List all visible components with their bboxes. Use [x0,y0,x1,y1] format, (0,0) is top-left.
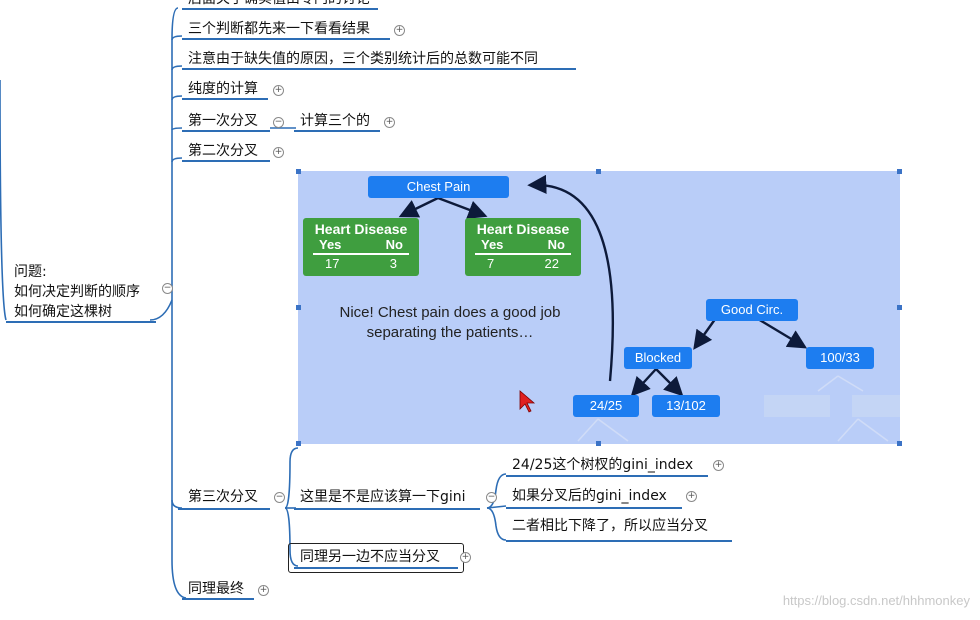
good-circ-node: Good Circ. [706,299,798,321]
expand-icon[interactable]: + [713,460,724,471]
embedded-image[interactable]: Chest Pain Heart Disease Yes No 17 3 Heart… [296,169,902,446]
resize-handle[interactable] [897,305,902,310]
topic-purity-calc[interactable]: 纯度的计算 [188,81,258,97]
resize-handle[interactable] [596,441,601,446]
topic-partial[interactable]: 后面关于确实值由专门的讨论 [184,0,374,8]
root-topic[interactable]: 问题: 如何决定判断的顺序 如何确定这棵树 [10,262,144,322]
chest-pain-node: Chest Pain [368,176,509,198]
topic-three-judgements[interactable]: 三个判断都先来一下看看结果 [188,21,370,37]
topic-underline [182,598,254,600]
topic-gini-branch[interactable]: 24/25这个树杈的gini_index [512,457,694,473]
expand-icon[interactable]: + [273,85,284,96]
topic-gini-after-split[interactable]: 如果分叉后的gini_index [512,488,667,504]
hd-right-no: No [547,237,565,252]
resize-handle[interactable] [296,305,301,310]
collapse-icon[interactable]: − [162,283,173,294]
topic-underline [506,475,708,477]
root-line-2: 如何决定判断的顺序 [14,284,140,300]
watermark: https://blog.csdn.net/hhhmonkey [782,593,970,608]
hd-right-no-value: 22 [544,256,559,271]
root-line-3: 如何确定这棵树 [14,304,112,320]
topic-underline [182,130,270,132]
hd-left-no-value: 3 [389,256,397,271]
hd-left-yes: Yes [319,237,342,252]
topic-calc-three[interactable]: 计算三个的 [300,113,370,129]
heart-disease-left: Heart Disease Yes No 17 3 [303,218,419,276]
topic-first-split[interactable]: 第一次分叉 [188,113,258,129]
hd-left-title: Heart Disease [314,221,408,237]
topic-underline [294,567,458,569]
expand-icon[interactable]: + [273,147,284,158]
cursor-icon [519,390,536,413]
resize-handle[interactable] [596,169,601,174]
resize-handle[interactable] [897,169,902,174]
resize-handle[interactable] [296,441,301,446]
topic-third-split[interactable]: 第三次分叉 [188,489,258,505]
resize-handle[interactable] [296,169,301,174]
topic-underline [182,38,390,40]
collapse-icon[interactable]: − [274,492,285,503]
hd-right-title: Heart Disease [476,221,570,237]
topic-underline [182,8,378,10]
topic-underline [182,98,268,100]
topic-second-split[interactable]: 第二次分叉 [188,143,258,159]
blocked-node: Blocked [624,347,692,369]
hd-right-yes: Yes [481,237,504,252]
expand-icon[interactable]: + [686,491,697,502]
hd-left-no: No [385,237,403,252]
topic-underline [506,540,732,542]
topic-underline [182,160,270,162]
topic-gini-question[interactable]: 这里是不是应该算一下gini [300,489,466,505]
topic-underline [294,508,480,510]
expand-icon[interactable]: + [460,552,471,563]
topic-final[interactable]: 同理最终 [188,581,244,597]
root-line-1: 问题: [14,264,47,280]
topic-underline [506,507,682,509]
topic-gini-decrease[interactable]: 二者相比下降了，所以应当分叉 [512,518,708,534]
topic-underline [294,130,380,132]
node-100-33: 100/33 [806,347,874,369]
resize-handle[interactable] [897,441,902,446]
heart-disease-right: Heart Disease Yes No 7 22 [465,218,581,276]
topic-underline [178,508,270,510]
collapse-icon[interactable]: − [486,492,497,503]
topic-underline [182,68,576,70]
expand-icon[interactable]: + [394,25,405,36]
tree-arrows [398,174,900,442]
expand-icon[interactable]: + [384,117,395,128]
hd-left-yes-value: 17 [325,256,340,271]
root-underline [6,321,156,323]
collapse-icon[interactable]: − [273,117,284,128]
node-13-102: 13/102 [652,395,720,417]
topic-other-side-no-split[interactable]: 同理另一边不应当分叉 [300,549,440,565]
hd-right-yes-value: 7 [487,256,495,271]
node-24-25: 24/25 [573,395,639,417]
topic-missing-values-note[interactable]: 注意由于缺失值的原因，三个类别统计后的总数可能不同 [188,51,538,67]
expand-icon[interactable]: + [258,585,269,596]
figure-caption: Nice! Chest pain does a good job separat… [339,304,561,341]
